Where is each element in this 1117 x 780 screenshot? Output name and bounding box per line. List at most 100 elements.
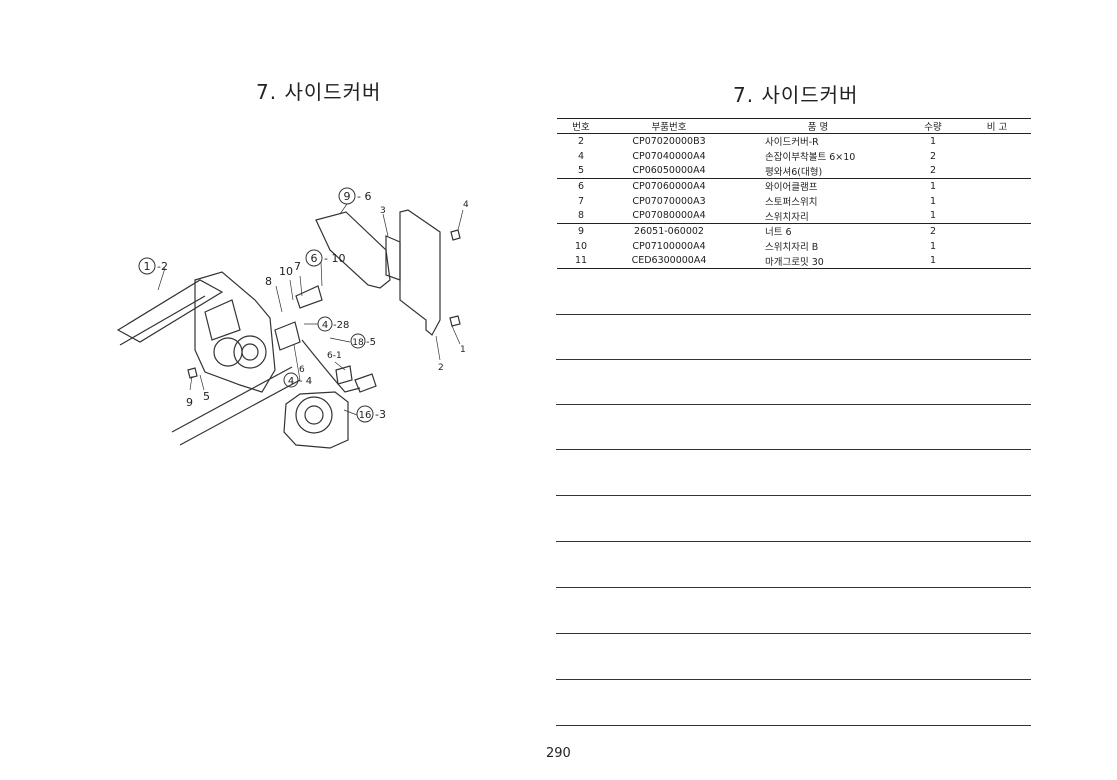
callout-4a-suffix: -28 [333,320,349,331]
table-row: 11 CED6300000A4 마개그로밋 30 1 [557,253,1031,269]
callout-18: 18 [352,338,364,348]
label-1: 1 [460,345,466,355]
connector [354,373,377,393]
callout-1: 1 [144,260,151,273]
label-2: 2 [438,363,444,373]
callout-4b-suffix: - 4 [299,376,312,387]
cell-part-name: 스토퍼스위치 [765,197,818,208]
page-number: 290 [546,746,571,761]
cell-no: 9 [577,225,585,237]
callout-circle-16 [356,405,374,423]
cell-remarks [963,253,1031,269]
left-page-title: 7. 사이드커버 [256,80,382,104]
callout-9-suffix: - 6 [357,190,371,203]
header-qty: 수량 [903,118,963,134]
header-no: 번호 [557,118,605,134]
blank-row-rule [556,541,1031,542]
label-6-1: 6-1 [327,351,342,361]
callout-4a: 4 [322,320,328,331]
side-cover-r [399,209,441,336]
cell-part-number: CP07100000A4 [632,240,706,252]
cell-qty: 1 [929,180,937,192]
gear-ring-2 [233,335,267,369]
callout-18-suffix: -5 [366,337,376,348]
side-cover-exploded-diagram: 1 -2 9 - 6 6 - 10 4 -28 18 -5 4 - 4 16 -… [116,187,469,449]
cell-part-number: CP07020000B3 [632,135,706,147]
gear-ring-3 [241,343,259,361]
right-page-title: 7. 사이드커버 [733,83,859,107]
header-remarks: 비 고 [963,118,1031,134]
cell-part-number: 26051-060002 [634,225,704,237]
label-7: 7 [294,260,301,273]
cell-part-number: CP06050000A4 [605,163,733,179]
cell-remarks [963,224,1031,239]
parts-table: 번호 부품번호 품 명 수량 비 고 2 CP07020000B3 사이드커버-… [557,118,1031,269]
cell-no: 10 [574,240,588,252]
pulley-plate [283,391,349,449]
blank-row-rule [556,495,1031,496]
cell-qty: 1 [929,135,937,147]
cell-part-name: 마개그로밋 30 [733,253,903,269]
callout-6: 6 [311,252,318,265]
label-6: 6 [299,365,305,375]
cell-remarks [963,163,1031,179]
cell-qty: 1 [903,253,963,269]
cell-no: 8 [557,208,605,224]
cell-remarks [963,194,1031,209]
cell-part-number: CP07080000A4 [605,208,733,224]
cell-no: 6 [577,180,585,192]
cell-no: 2 [577,135,585,147]
table-row: 9 26051-060002 너트 6 2 [557,224,1031,239]
cell-qty: 1 [929,240,937,252]
callout-circle-18 [350,333,366,349]
label-3: 3 [380,206,386,216]
header-part-name: 품 명 [733,118,903,134]
cell-part-name: 스위치자리 [733,208,903,224]
callout-9: 9 [344,190,351,203]
cell-no: 11 [557,253,605,269]
cell-remarks [963,208,1031,224]
cell-part-number: CP07070000A3 [632,195,706,207]
cell-part-name: 와이어클램프 [765,182,818,194]
cell-remarks [963,179,1031,194]
blank-row-rule [556,725,1031,726]
blank-row-rule [556,359,1031,360]
cell-remarks [963,239,1031,254]
cell-no: 5 [557,163,605,179]
callout-6-suffix: - 10 [324,252,345,265]
leader-lines [157,203,464,416]
cell-part-number: CP07060000A4 [632,180,706,192]
cell-qty: 2 [903,163,963,179]
table-row: 8 CP07080000A4 스위치자리 1 [557,208,1031,224]
bolt-lower [449,315,461,327]
blank-row-rule [556,404,1031,405]
cell-part-name: 너트 6 [765,227,792,239]
table-row: 6 CP07060000A4 와이어클램프 1 [557,179,1031,194]
gear-housing [194,271,276,393]
cell-qty: 2 [929,225,937,237]
cell-qty: 1 [929,195,937,207]
bolt-left [187,367,198,379]
blank-row-rule [556,679,1031,680]
frame-rail-upper-2 [119,295,206,346]
switch-bracket [274,321,301,351]
callout-4b: 4 [288,376,294,387]
cell-part-number: CP07040000A4 [632,150,706,162]
table-row: 10 CP07100000A4 스위치자리 B 1 [557,239,1031,254]
pulley-ring-outer [295,396,333,434]
frame-rail-lower [171,366,301,446]
callout-1-suffix: -2 [157,260,168,273]
cell-part-name: 스위치자리 B [765,242,819,253]
label-9: 9 [186,396,193,409]
blank-row-rule [556,633,1031,634]
callout-circle-9 [338,187,356,205]
label-5: 5 [203,390,210,403]
table-header-row: 번호 부품번호 품 명 수량 비 고 [557,118,1031,134]
label-8: 8 [265,275,272,288]
header-part-number: 부품번호 [605,118,733,134]
blank-row-rule [556,449,1031,450]
cover-handle [315,211,391,289]
pulley-ring-inner [304,405,324,425]
callout-16: 16 [359,410,372,421]
callout-circle-1 [138,257,156,275]
